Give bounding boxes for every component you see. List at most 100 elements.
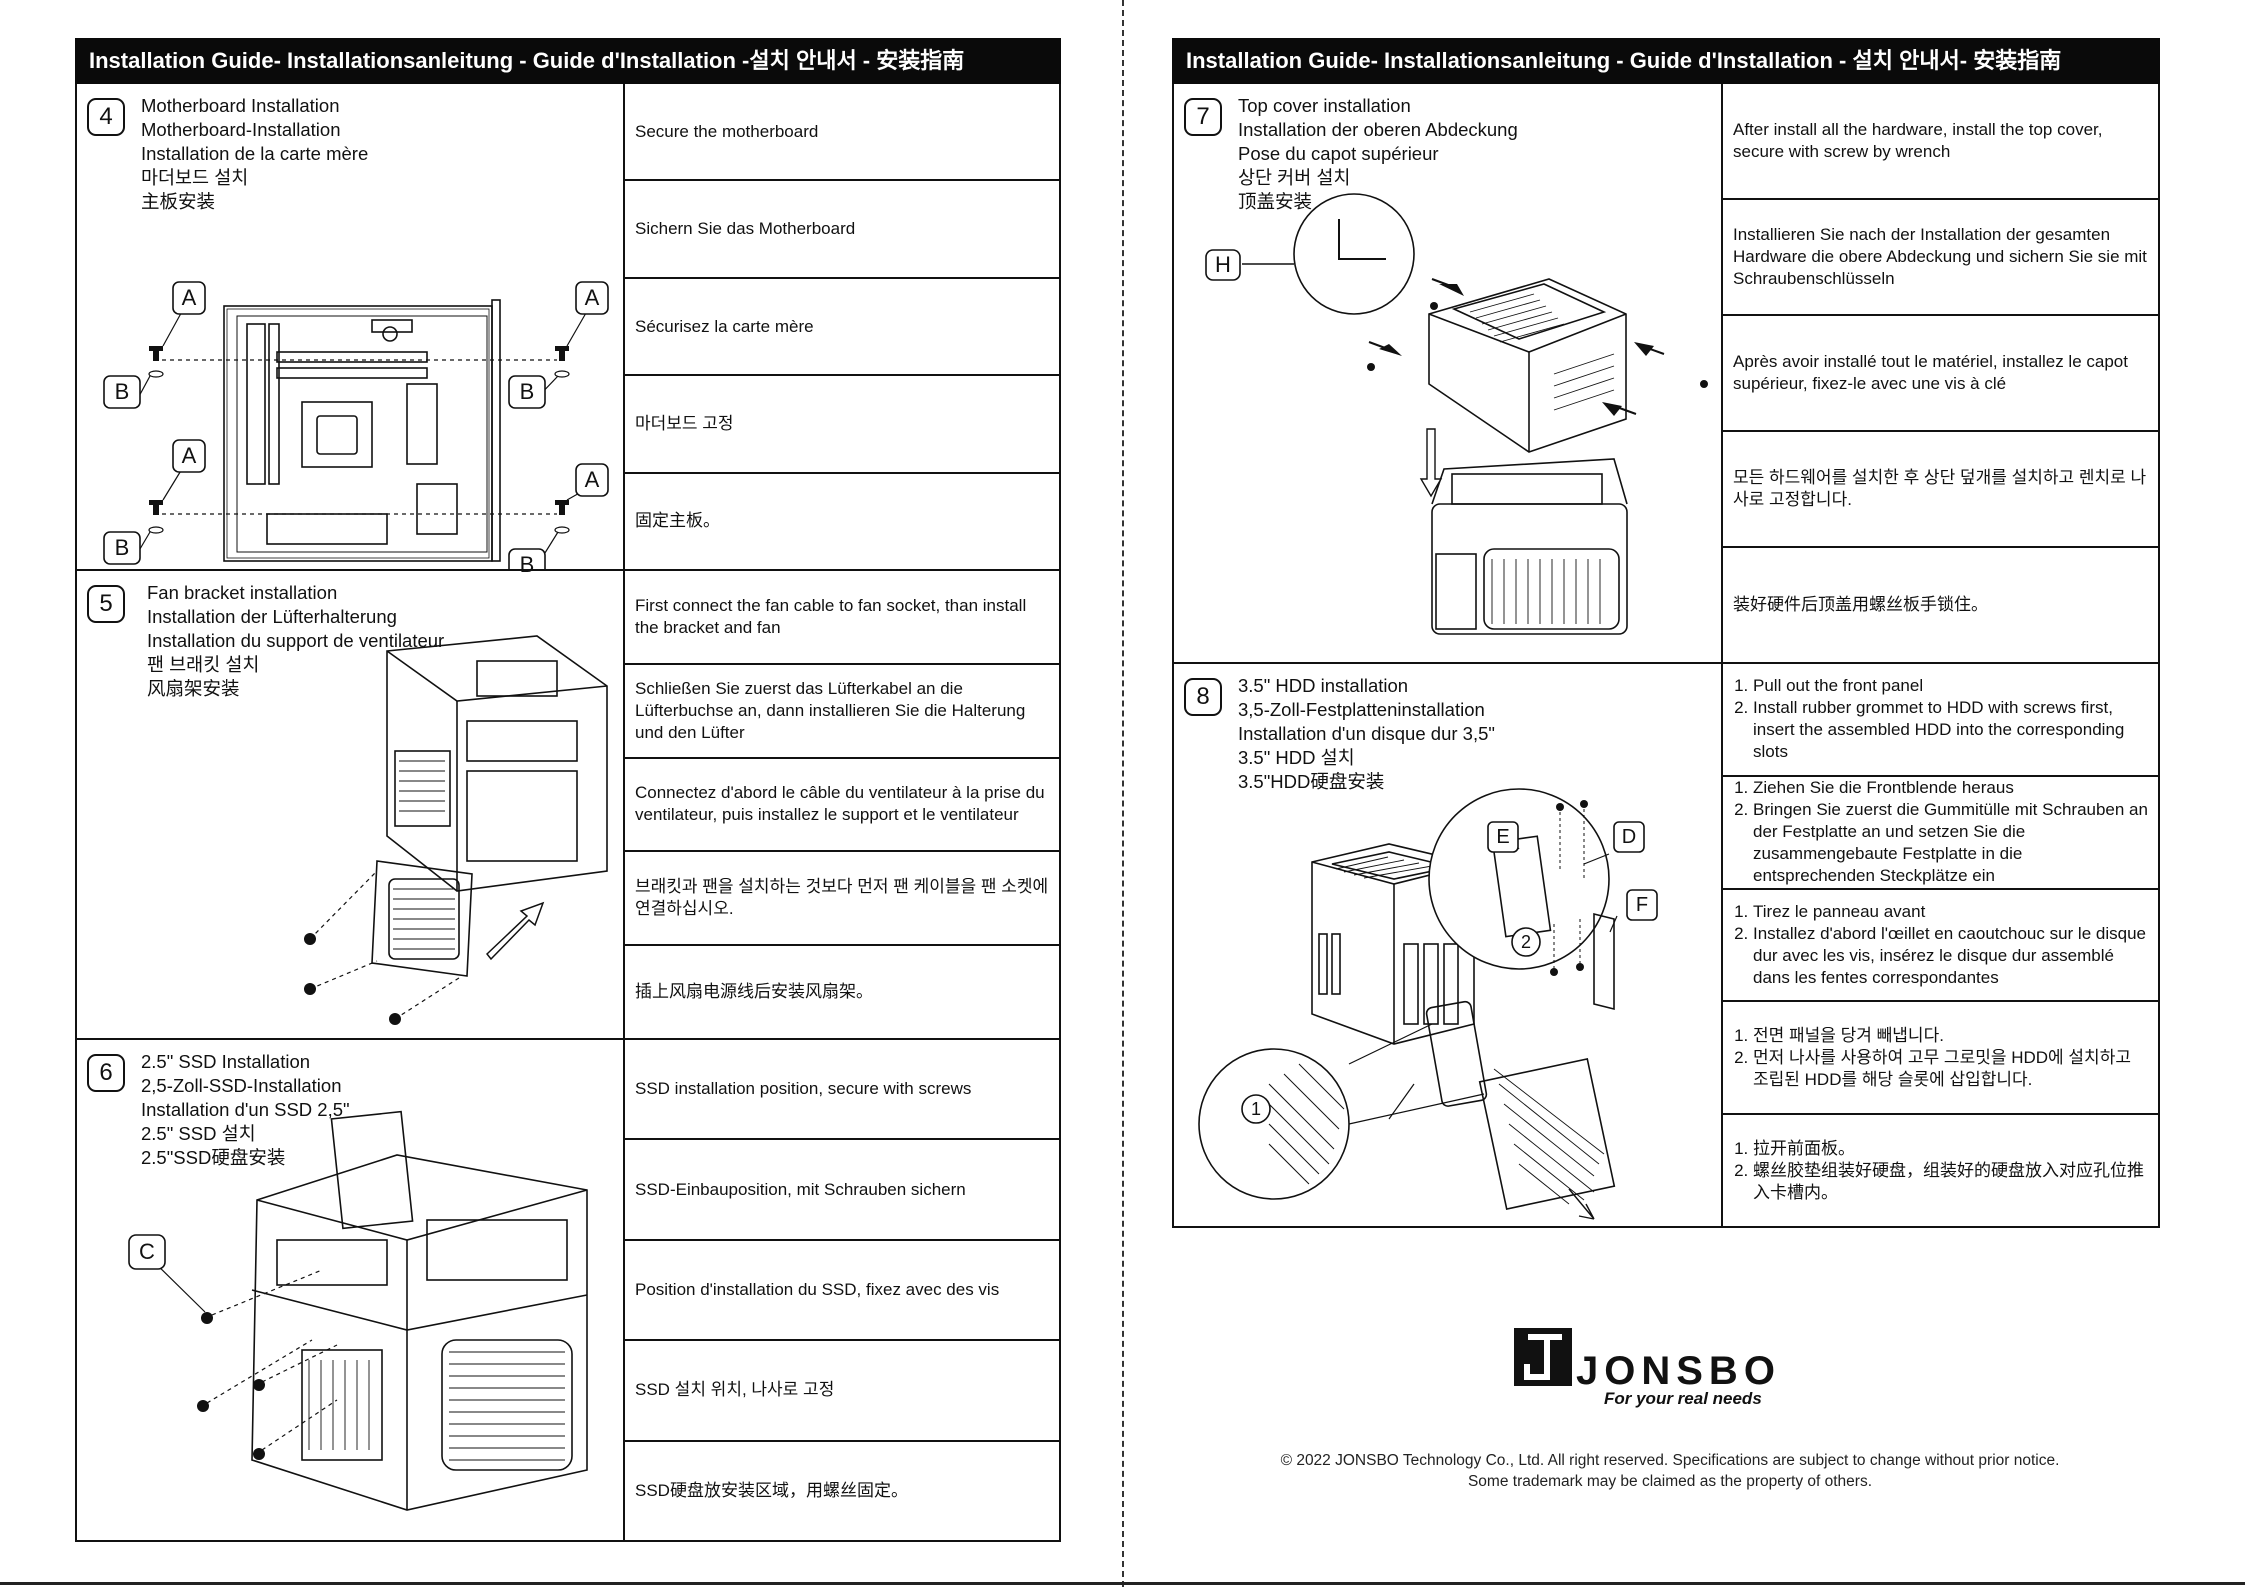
step-titles: Fan bracket installation Installation de… xyxy=(147,581,444,701)
step-title: Top cover installation xyxy=(1238,95,1411,116)
step-7-text-cells: After install all the hardware, install … xyxy=(1723,84,2158,662)
callout-a: A xyxy=(584,285,600,310)
step-6-text-cells: SSD installation position, secure with s… xyxy=(625,1040,1059,1540)
step-number: 5 xyxy=(87,585,125,623)
step-title: Installation d'un SSD 2,5" xyxy=(141,1099,350,1120)
step-titles: 2.5" SSD Installation 2,5-Zoll-SSD-Insta… xyxy=(141,1050,350,1170)
step-title: 2.5" SSD 설치 xyxy=(141,1123,256,1144)
step-title: 3.5" HDD 설치 xyxy=(1238,747,1355,768)
step-title: Installation de la carte mère xyxy=(141,143,369,164)
text-cell: 마더보드 고정 xyxy=(625,374,1059,471)
callout-1: 1 xyxy=(1250,1099,1261,1119)
text-cell: Sichern Sie das Motherboard xyxy=(625,179,1059,276)
step-4-row: 4 Motherboard Installation Motherboard-I… xyxy=(77,84,1059,577)
fan-bracket-drawing xyxy=(304,635,608,1025)
step-7-row: 7 Top cover installation Installation de… xyxy=(1174,84,2158,662)
header-bar: Installation Guide- Installationsanleitu… xyxy=(1172,38,2160,84)
text-cell: 拉开前面板。 螺丝胶垫组装好硬盘，组装好的硬盘放入对应孔位推入卡槽内。 xyxy=(1723,1113,2158,1226)
hdd-drawing xyxy=(1198,788,1658,1220)
text-cell: 전면 패널을 당겨 빼냅니다. 먼저 나사를 사용하여 고무 그로밋을 HDD에… xyxy=(1723,1000,2158,1113)
callout-b: B xyxy=(114,379,130,404)
list-item: Ziehen Sie die Frontblende heraus xyxy=(1753,777,2148,799)
list-item: Tirez le panneau avant xyxy=(1753,901,2148,923)
step-title: Motherboard-Installation xyxy=(141,119,341,140)
step-title: 2.5"SSD硬盘安装 xyxy=(141,1147,286,1168)
text-cell: After install all the hardware, install … xyxy=(1733,120,2103,161)
steps-table: 7 Top cover installation Installation de… xyxy=(1172,84,2160,1228)
text-cell: Tirez le panneau avant Installez d'abord… xyxy=(1723,887,2158,1001)
text-cell: 插上风扇电源线后安装风扇架。 xyxy=(625,944,1059,1038)
step-title: Installation der Lüfterhalterung xyxy=(147,606,397,627)
step-title: 主板安装 xyxy=(141,191,216,212)
step-title: 顶盖安装 xyxy=(1238,191,1313,212)
step-6-illustration: 6 2.5" SSD Installation 2,5-Zoll-SSD-Ins… xyxy=(77,1040,625,1540)
step-title: 3.5" HDD installation xyxy=(1238,675,1409,696)
callout-c: C xyxy=(139,1239,155,1264)
callout-f: F xyxy=(1635,894,1649,916)
callout-a: A xyxy=(181,443,197,468)
step-title: Installation d'un disque dur 3,5" xyxy=(1238,723,1495,744)
text-cell: Connectez d'abord le câble du ventilateu… xyxy=(625,756,1059,851)
step-title: 2.5" SSD Installation xyxy=(141,1051,311,1072)
step-title: 3.5"HDD硬盘安装 xyxy=(1238,771,1385,792)
text-cell: Installieren Sie nach der Installation d… xyxy=(1723,198,2158,314)
step-8-illustration: 8 3.5" HDD installation 3,5-Zoll-Festpla… xyxy=(1174,664,1723,1226)
text-cell: SSD installation position, secure with s… xyxy=(635,1079,972,1099)
callout-a: A xyxy=(181,285,197,310)
step-title: Installation der oberen Abdeckung xyxy=(1238,119,1518,140)
step-8-row: 8 3.5" HDD installation 3,5-Zoll-Festpla… xyxy=(1174,662,2158,1226)
callout-b: B xyxy=(519,379,535,404)
fold-line xyxy=(1122,0,1124,1587)
text-cell: 装好硬件后顶盖用螺丝板手锁住。 xyxy=(1723,546,2158,662)
step-title: 风扇架安装 xyxy=(147,678,240,699)
step-title: 2,5-Zoll-SSD-Installation xyxy=(141,1075,342,1096)
callout-b: B xyxy=(519,552,535,577)
list-item: Pull out the front panel xyxy=(1753,675,2148,697)
text-cell: Pull out the front panel Install rubber … xyxy=(1723,664,2158,775)
brand-tagline: For your real needs xyxy=(1604,1389,1762,1408)
step-number: 6 xyxy=(87,1054,125,1092)
step-title: Motherboard Installation xyxy=(141,95,340,116)
text-cell: SSD 설치 위치, 나사로 고정 xyxy=(625,1339,1059,1439)
text-cell: SSD硬盘放安装区域，用螺丝固定。 xyxy=(625,1439,1059,1540)
text-cell: Ziehen Sie die Frontblende heraus Bringe… xyxy=(1723,774,2158,888)
list-item: 전면 패널을 당겨 빼냅니다. xyxy=(1753,1025,2148,1047)
callout-b: B xyxy=(114,535,130,560)
list-item: 먼저 나사를 사용하여 고무 그로밋을 HDD에 설치하고 조립된 HDD를 해… xyxy=(1753,1047,2148,1091)
motherboard-drawing xyxy=(103,281,609,569)
step-title: 3,5-Zoll-Festplatteninstallation xyxy=(1238,699,1485,720)
text-cell: SSD-Einbauposition, mit Schrauben sicher… xyxy=(625,1138,1059,1238)
step-titles: Motherboard Installation Motherboard-Ins… xyxy=(141,94,368,214)
callout-d: D xyxy=(1621,826,1637,848)
top-cover-drawing xyxy=(1205,193,1708,635)
step-number: 8 xyxy=(1184,678,1222,716)
text-cell: Schließen Sie zuerst das Lüfterkabel an … xyxy=(625,662,1059,757)
step-titles: 3.5" HDD installation 3,5-Zoll-Festplatt… xyxy=(1238,674,1495,794)
step-title: 상단 커버 설치 xyxy=(1238,167,1351,188)
step-title: 팬 브래킷 설치 xyxy=(147,654,260,675)
steps-table: 4 Motherboard Installation Motherboard-I… xyxy=(75,84,1061,1542)
text-cell: 브래킷과 팬을 설치하는 것보다 먼저 팬 케이블을 팬 소켓에 연결하십시오. xyxy=(625,850,1059,944)
step-title: Fan bracket installation xyxy=(147,582,338,603)
step-number: 7 xyxy=(1184,98,1222,136)
list-item: 螺丝胶垫组装好硬盘，组装好的硬盘放入对应孔位推入卡槽内。 xyxy=(1753,1160,2148,1204)
list-item: 拉开前面板。 xyxy=(1753,1138,2148,1160)
step-title: Pose du capot supérieur xyxy=(1238,143,1439,164)
step-4-illustration: 4 Motherboard Installation Motherboard-I… xyxy=(77,84,625,577)
page-bottom-border xyxy=(0,1582,2245,1585)
brand-name: JONSBO xyxy=(1576,1349,1781,1393)
ssd-drawing xyxy=(128,1110,588,1511)
header-bar: Installation Guide- Installationsanleitu… xyxy=(75,38,1061,84)
step-5-text-cells: First connect the fan cable to fan socke… xyxy=(625,571,1059,1038)
step-titles: Top cover installation Installation der … xyxy=(1238,94,1518,214)
callout-e: E xyxy=(1496,826,1510,848)
list-item: Installez d'abord l'œillet en caoutchouc… xyxy=(1753,923,2148,989)
logo-mark: JONSBO For your real needs xyxy=(1514,1328,1781,1408)
list-item: Bringen Sie zuerst die Gummitülle mit Sc… xyxy=(1753,799,2148,887)
jonsbo-logo: JONSBO For your real needs xyxy=(1514,1328,1814,1408)
callout-2: 2 xyxy=(1520,932,1531,952)
text-cell: First connect the fan cable to fan socke… xyxy=(635,595,1027,637)
text-cell: 모든 하드웨어를 설치한 후 상단 덮개를 설치하고 렌치로 나사로 고정합니다… xyxy=(1723,430,2158,546)
step-title: Installation du support de ventilateur xyxy=(147,630,445,651)
step-5-illustration: 5 Fan bracket installation Installation … xyxy=(77,571,625,1038)
